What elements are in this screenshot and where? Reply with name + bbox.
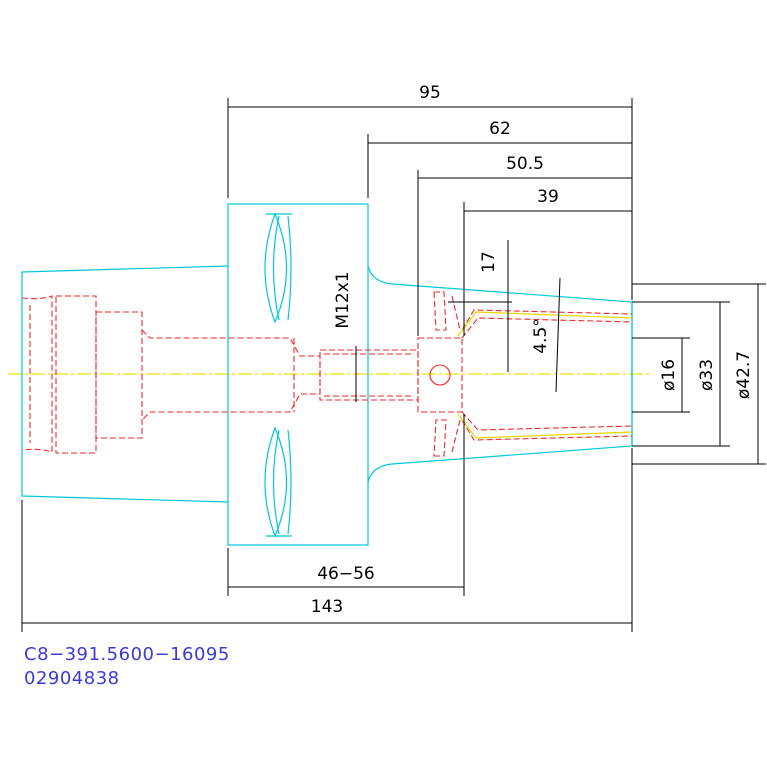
part-number: 02904838: [24, 668, 120, 689]
dim-diameter-16: ø16: [659, 359, 679, 391]
dim-m12x1: M12x1: [333, 271, 353, 328]
dim-143: 143: [311, 597, 343, 617]
dim-diameter-33: ø33: [697, 359, 717, 391]
dim-39: 39: [537, 187, 559, 207]
part-code: C8−391.5600−16095: [24, 644, 230, 665]
dim-50-5: 50.5: [506, 154, 544, 174]
dim-62: 62: [489, 119, 511, 139]
tool-holder-outline: [21, 203, 633, 546]
dim-95: 95: [419, 83, 441, 103]
dim-17: 17: [479, 251, 499, 273]
hidden-lines: [21, 291, 633, 457]
dimension-lines: [21, 98, 766, 632]
dim-diameter-42-7: ø42.7: [734, 351, 754, 399]
dim-46-56: 46−56: [317, 564, 375, 584]
dim-4-5-degrees: 4.5°: [531, 318, 551, 354]
